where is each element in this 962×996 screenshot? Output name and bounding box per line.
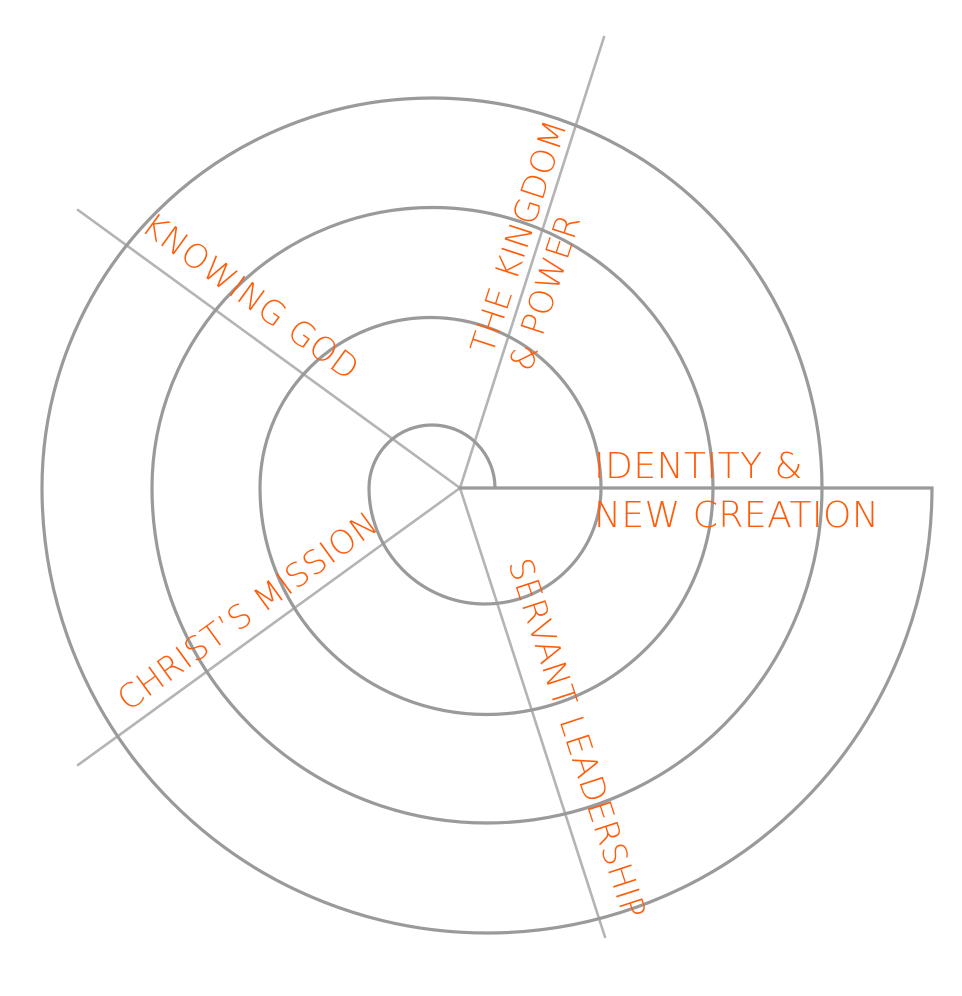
label-knowing-god: KNOWING GOD (135, 205, 367, 388)
label-identity-line1: IDENTITY & (594, 446, 803, 487)
spoke-christs-mission (76, 486, 462, 767)
spoke-kingdom (458, 35, 606, 490)
label-servant-leadership: SERVANT LEADERSHIP (500, 553, 653, 923)
spokes (76, 35, 607, 939)
labels: THE KINGDOM & POWER IDENTITY & NEW CREAT… (110, 115, 879, 924)
spiral-path (40, 96, 934, 935)
label-identity-line2: NEW CREATION (594, 495, 879, 536)
spoke-knowing-god (76, 208, 462, 490)
label-christs-mission: CHRIST’S MISSION (110, 504, 385, 719)
spoke-servant-leadership (458, 486, 607, 939)
